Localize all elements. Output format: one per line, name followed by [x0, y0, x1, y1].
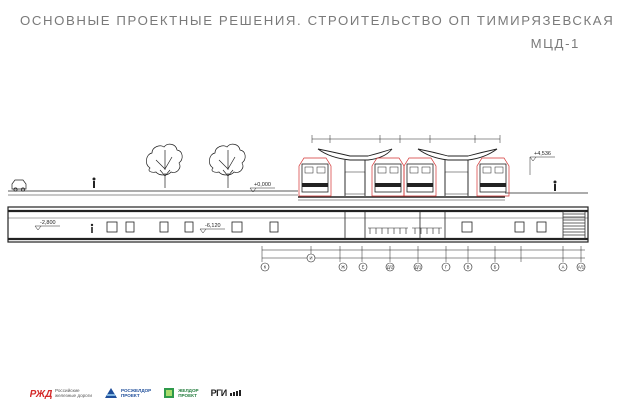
train-4: [476, 157, 510, 197]
rzd-line2: железные дороги: [55, 393, 92, 398]
svg-text:РЖД: РЖД: [30, 389, 52, 399]
axis-label-b: Б: [494, 265, 497, 270]
top-dimensions: [311, 135, 501, 143]
rzd-logo-icon: РЖД: [30, 387, 52, 399]
canopy-left: [317, 148, 393, 196]
page-subtitle: МЦД-1: [530, 36, 580, 51]
elevation-ground: +0,000: [254, 182, 271, 188]
elevation-tunnel-left: -2,800: [40, 220, 56, 226]
axis-label-k: К: [264, 265, 267, 270]
axis-label-a: А: [562, 265, 565, 270]
axis-label-v: В: [467, 265, 470, 270]
canopy-right: [417, 148, 498, 196]
axis-bubbles: [260, 253, 586, 272]
elevation-tunnel-mid: -6,120: [205, 223, 221, 229]
roszheldor-logo-icon: [104, 388, 117, 398]
rgi-logo-text: РГИ: [210, 388, 228, 398]
axis-label-d2: Д/2: [387, 265, 394, 270]
rgi-bars-icon: [229, 390, 241, 396]
axis-label-d1: Д/1: [415, 265, 422, 270]
tunnel-structure: [7, 206, 589, 243]
zheldor-line1: ЖЕЛДОР: [178, 388, 199, 393]
person-icon: [90, 177, 557, 233]
elevation-canopy: +4,536: [534, 151, 551, 157]
roszheldor-line2: ПРОЕКТ: [120, 393, 140, 398]
page-title: ОСНОВНЫЕ ПРОЕКТНЫЕ РЕШЕНИЯ. СТРОИТЕЛЬСТВ…: [20, 13, 615, 28]
rzd-logo: РЖД Российские железные дороги: [30, 387, 92, 399]
zheldor-line2: ПРОЕКТ: [178, 393, 197, 398]
zheldorproekt-logo: ЖЕЛДОР ПРОЕКТ: [163, 387, 199, 399]
axis-label-a1: А/1: [578, 265, 585, 270]
stair-hatch: [562, 210, 586, 240]
train-2: [371, 157, 405, 197]
rgi-logo: РГИ: [211, 388, 244, 398]
footer-logos: РЖД Российские железные дороги РОСЖЕЛДОР…: [30, 382, 244, 404]
axis-label-e: Е: [362, 265, 365, 270]
axis-label-i: И: [309, 256, 312, 261]
train-3: [403, 157, 437, 197]
zheldor-logo-icon: [164, 388, 175, 398]
tree-right: [209, 143, 246, 188]
rzd-line1: Российские: [55, 388, 80, 393]
axis-label-zh: Ж: [341, 265, 345, 270]
roszheldorproekt-logo: РОСЖЕЛДОР ПРОЕКТ: [104, 387, 151, 399]
elevation-marks: [34, 156, 555, 234]
car-icon: [11, 179, 27, 192]
bottom-dimensions: [261, 246, 585, 262]
roszheldor-line1: РОСЖЕЛДОР: [120, 388, 152, 393]
tree-left: [146, 143, 183, 188]
axis-label-g: Г: [445, 265, 448, 270]
train-1: [298, 157, 332, 197]
